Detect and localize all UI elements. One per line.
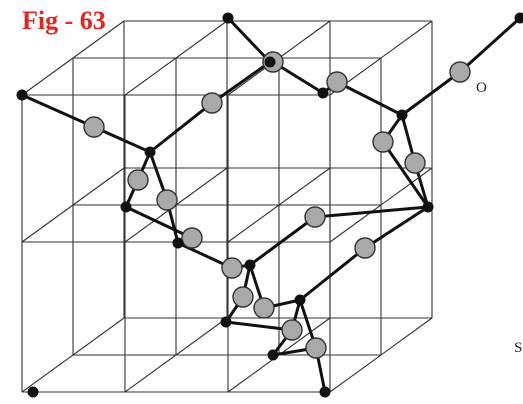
oxygen-atom (304, 206, 326, 228)
oxygen-atom (354, 237, 376, 259)
lattice-line (329, 317, 433, 393)
silicon-atom (396, 109, 408, 121)
lattice-line (329, 167, 433, 243)
bond (458, 16, 522, 74)
atom-layer (16, 12, 523, 398)
oxygen-atom (232, 286, 254, 308)
silicon-atom (222, 12, 234, 24)
oxygen-atom (253, 297, 275, 319)
silicon-atom (144, 146, 156, 158)
oxygen-atom (156, 189, 178, 211)
cube-lattice (21, 20, 433, 393)
bond (124, 205, 194, 240)
bond (313, 205, 430, 219)
bond (210, 60, 272, 105)
silicon-atom (317, 87, 329, 99)
silicon-atom (264, 56, 276, 68)
lattice-line (124, 20, 228, 96)
oxygen-atom (83, 116, 105, 138)
silicon-atom (16, 89, 28, 101)
lattice-line (21, 317, 125, 393)
silicon-atom (267, 349, 279, 361)
bond (224, 320, 294, 332)
oxygen-atom (127, 169, 149, 191)
silicon-atom (27, 386, 39, 398)
bond (400, 70, 462, 117)
bond (335, 80, 404, 117)
lattice-line (124, 317, 228, 393)
figure-title: Fig - 63 (22, 6, 106, 35)
oxygen-atom (221, 257, 243, 279)
oxygen-atom (281, 319, 303, 341)
oxygen-atom (305, 337, 327, 359)
bond (298, 246, 367, 302)
silicon-atom (172, 237, 184, 249)
bond (248, 215, 317, 267)
oxygen-label: O (476, 80, 487, 96)
oxygen-atom (449, 61, 471, 83)
lattice-line (227, 167, 331, 243)
bond (226, 16, 272, 64)
oxygen-atom (181, 227, 203, 249)
silicon-atom (514, 12, 523, 24)
silicon-label: S (514, 340, 523, 356)
silicon-atom (422, 201, 434, 213)
bond (148, 101, 214, 154)
bond (20, 93, 96, 129)
bond (381, 140, 430, 209)
oxygen-atom (404, 152, 426, 174)
lattice-line (21, 167, 125, 243)
oxygen-atom (201, 92, 223, 114)
lattice-line (21, 20, 125, 96)
silicon-atom (294, 294, 306, 306)
oxygen-atom (372, 131, 394, 153)
silicon-atom (244, 259, 256, 271)
bond (363, 205, 430, 250)
oxygen-atom (326, 71, 348, 93)
silicon-atom (319, 386, 331, 398)
silicon-atom (120, 201, 132, 213)
silicon-atom (220, 316, 232, 328)
